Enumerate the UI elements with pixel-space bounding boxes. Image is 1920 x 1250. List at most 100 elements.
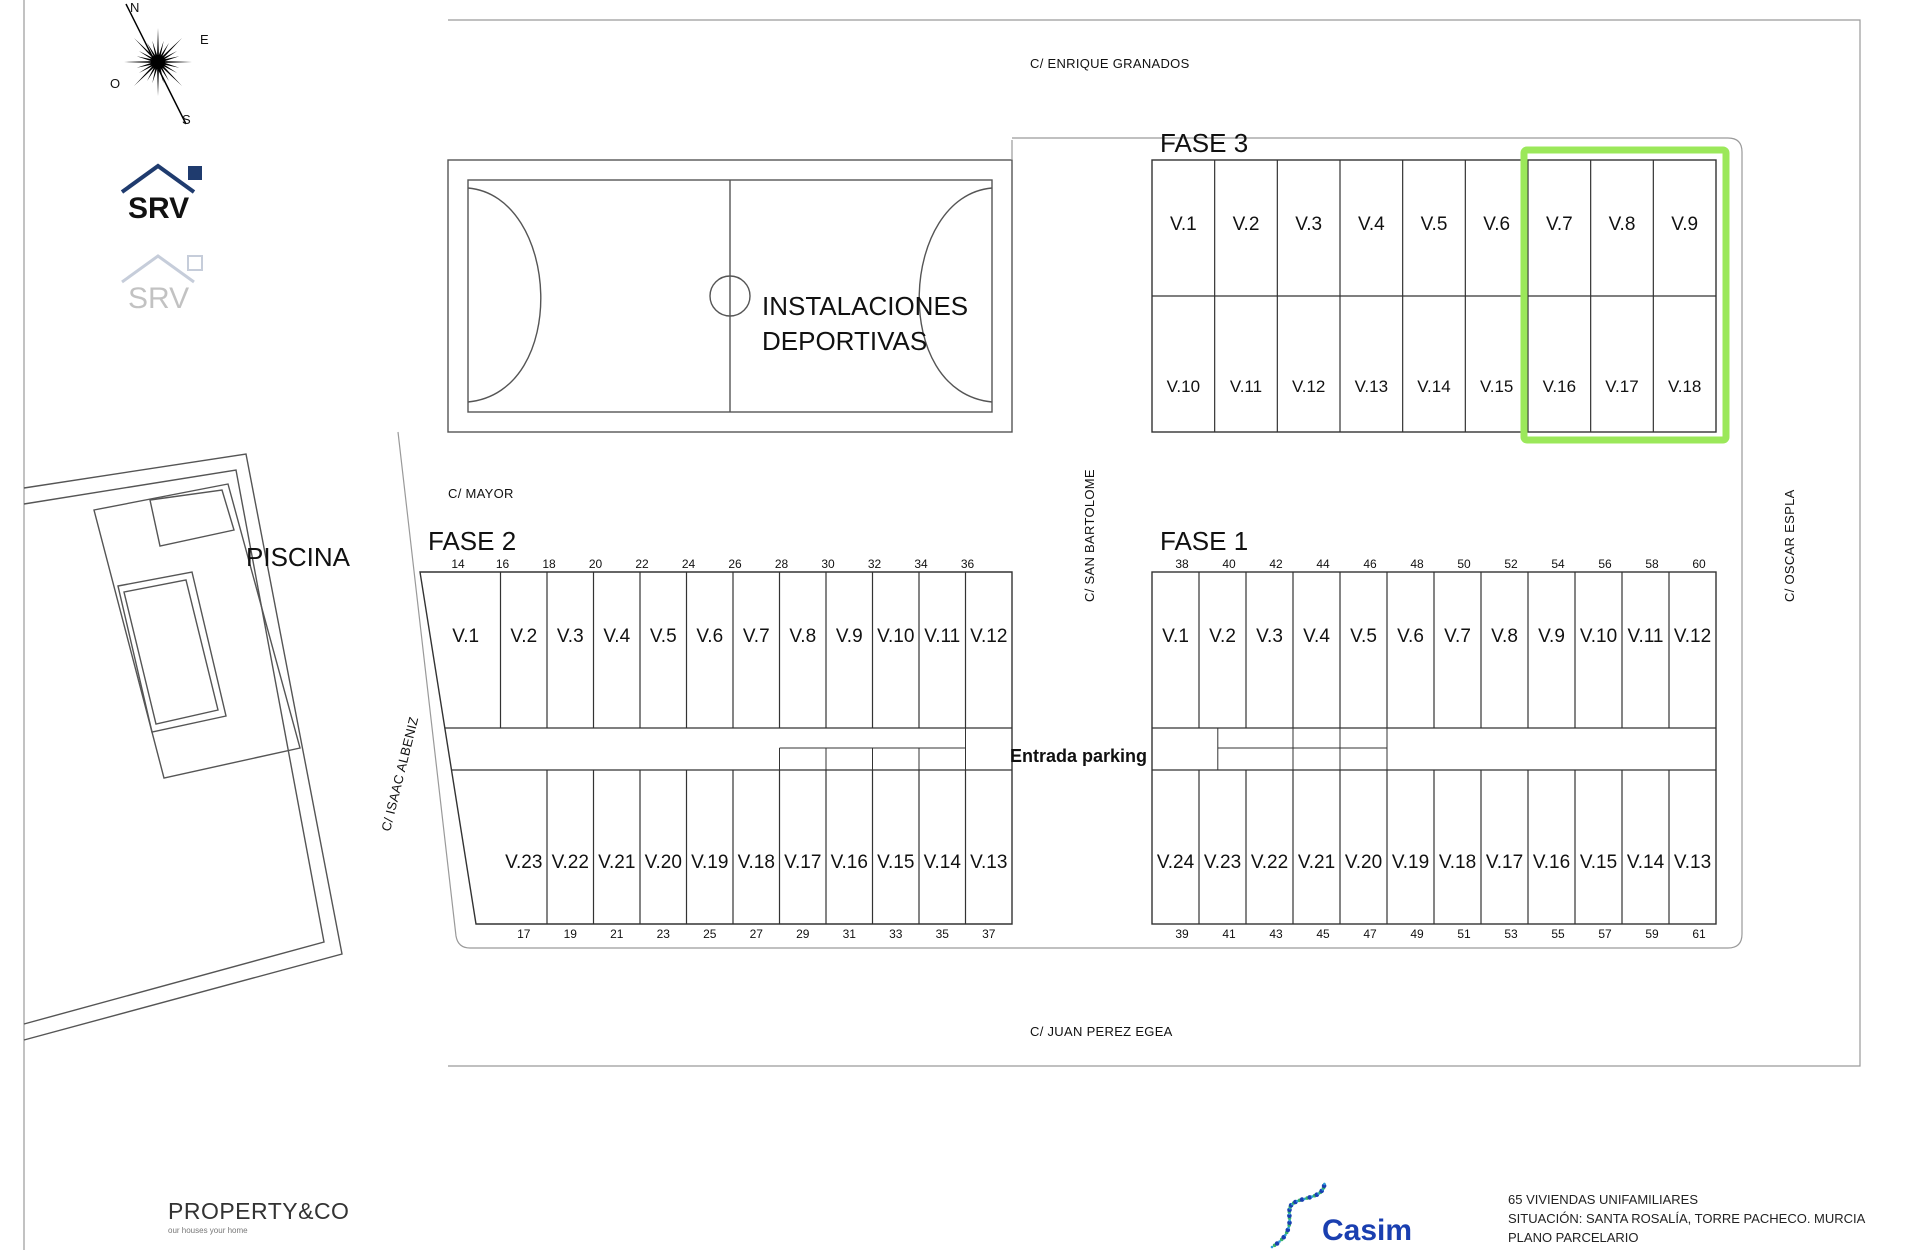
fase1-lot-bottom: V.17 — [1486, 852, 1523, 873]
fase1-lot-bottom: V.24 — [1157, 852, 1195, 873]
casim-logo: Casim — [1262, 1170, 1422, 1250]
fase1-house-number: 38 — [1175, 557, 1189, 571]
fase3-lot-bottom: V.10 — [1167, 377, 1200, 396]
fase3-lot-bottom: V.17 — [1605, 377, 1638, 396]
fase3-lot-top: V.8 — [1609, 214, 1636, 235]
fase3-title: FASE 3 — [1160, 128, 1248, 158]
fase2-lot-top: V.9 — [836, 626, 863, 647]
fase1-house-number: 51 — [1457, 927, 1471, 941]
pool-label: PISCINA — [246, 542, 351, 572]
fase2-lot-top: V.11 — [924, 626, 960, 647]
fase1-house-number: 61 — [1692, 927, 1706, 941]
fase1-lot-bottom: V.22 — [1251, 852, 1288, 873]
fase2-lot-top: V.10 — [877, 626, 914, 647]
fase1-lot-top: V.3 — [1256, 626, 1283, 647]
fase1-lot-top: V.10 — [1580, 626, 1617, 647]
footer-line-1: 65 VIVIENDAS UNIFAMILIARES — [1508, 1192, 1699, 1207]
fase2-lot-bottom: V.20 — [645, 852, 682, 873]
fase1-lot-top: V.5 — [1350, 626, 1377, 647]
fase1-house-number: 44 — [1316, 557, 1330, 571]
fase3-lot-bottom: V.16 — [1543, 377, 1576, 396]
fase2-lot-bottom: V.22 — [552, 852, 589, 873]
fase2-lot-bottom: V.14 — [924, 852, 962, 873]
fase1-house-number: 52 — [1504, 557, 1518, 571]
fase2-house-number: 34 — [914, 557, 928, 571]
fase2-lot-bottom: V.17 — [784, 852, 821, 873]
street-isaac-albeniz: C/ ISAAC ALBENIZ — [378, 715, 421, 833]
pool-area — [23, 453, 343, 1041]
fase2-lot-top: V.7 — [743, 626, 770, 647]
street-south: C/ JUAN PEREZ EGEA — [1030, 1024, 1173, 1039]
parking-entrance-label: Entrada parking — [1010, 746, 1147, 766]
fase3-lot-bottom: V.18 — [1668, 377, 1701, 396]
site-boundary — [23, 0, 1861, 1250]
fase1-house-number: 54 — [1551, 557, 1565, 571]
fase1-lot-top: V.1 — [1162, 626, 1189, 647]
compass-n: N — [130, 0, 139, 15]
property-co-logo: PROPERTY&CO our houses your home — [168, 1198, 350, 1235]
svg-text:SRV: SRV — [128, 192, 189, 225]
fase1-house-number: 46 — [1363, 557, 1377, 571]
fase3-lot-bottom: V.15 — [1480, 377, 1513, 396]
fase1-house-number: 58 — [1645, 557, 1659, 571]
fase1-house-number: 40 — [1222, 557, 1236, 571]
fase2-lot-bottom: V.23 — [505, 852, 542, 873]
fase2-house-number: 14 — [451, 557, 465, 571]
fase2-house-number: 27 — [750, 927, 764, 941]
compass-s: S — [182, 112, 191, 127]
fase2-lot-top: V.1 — [452, 626, 479, 647]
sports-label-1: INSTALACIONES — [762, 291, 968, 321]
fase3-lot-top: V.7 — [1546, 214, 1573, 235]
fase1-house-number: 53 — [1504, 927, 1518, 941]
fase1-lot-bottom: V.21 — [1298, 852, 1335, 873]
fase2-house-number: 19 — [564, 927, 578, 941]
compass-needle — [125, 3, 187, 125]
fase3-lot-bottom: V.14 — [1417, 377, 1450, 396]
fase1-house-number: 43 — [1269, 927, 1283, 941]
fase1-house-number: 39 — [1175, 927, 1189, 941]
fase1-house-number: 56 — [1598, 557, 1612, 571]
fase2-house-number: 28 — [775, 557, 789, 571]
sports-label-2: DEPORTIVAS — [762, 326, 927, 356]
fase1-lot-bottom: V.18 — [1439, 852, 1476, 873]
fase1-house-number: 59 — [1645, 927, 1659, 941]
fase3-lot-top: V.3 — [1295, 214, 1322, 235]
street-north: C/ ENRIQUE GRANADOS — [1030, 56, 1190, 71]
fase3-lot-top: V.4 — [1358, 214, 1385, 235]
fase2-house-number: 24 — [682, 557, 696, 571]
fase2-house-number: 36 — [961, 557, 975, 571]
fase1-house-number: 57 — [1598, 927, 1612, 941]
fase1-title: FASE 1 — [1160, 526, 1248, 556]
fase1-house-number: 42 — [1269, 557, 1283, 571]
fase1-lot-top: V.4 — [1303, 626, 1330, 647]
fase3-lot-top: V.6 — [1483, 214, 1510, 235]
fase2-lot-top: V.4 — [603, 626, 630, 647]
footer-line-2: SITUACIÓN: SANTA ROSALÍA, TORRE PACHECO.… — [1508, 1211, 1866, 1226]
srv-logo-dark: SRV — [120, 163, 202, 225]
fase1-house-number: 48 — [1410, 557, 1424, 571]
srv-logo-light: SRV — [121, 254, 203, 315]
fase2-house-number: 22 — [635, 557, 649, 571]
fase1-lot-top: V.9 — [1538, 626, 1565, 647]
fase1-lot-top: V.11 — [1628, 626, 1664, 647]
fase3-lot-bottom: V.11 — [1230, 377, 1262, 396]
fase2-lot-top: V.6 — [696, 626, 723, 647]
fase1-house-number: 60 — [1692, 557, 1706, 571]
fase1-house-number: 41 — [1222, 927, 1236, 941]
fase2-lot-top: V.2 — [510, 626, 537, 647]
casim-dots-icon — [1270, 1182, 1327, 1249]
fase3-lot-top: V.5 — [1421, 214, 1448, 235]
fase1-house-number: 47 — [1363, 927, 1377, 941]
fase1-lot-bottom: V.16 — [1533, 852, 1570, 873]
fase1-lot-bottom: V.20 — [1345, 852, 1382, 873]
fase3-lot-top: V.1 — [1170, 214, 1197, 235]
fase2-house-number: 35 — [936, 927, 950, 941]
fase1-house-number: 50 — [1457, 557, 1471, 571]
fase2-house-number: 16 — [496, 557, 510, 571]
fase2-house-number: 29 — [796, 927, 810, 941]
compass-star-icon — [124, 28, 192, 96]
fase1-lot-bottom: V.15 — [1580, 852, 1617, 873]
